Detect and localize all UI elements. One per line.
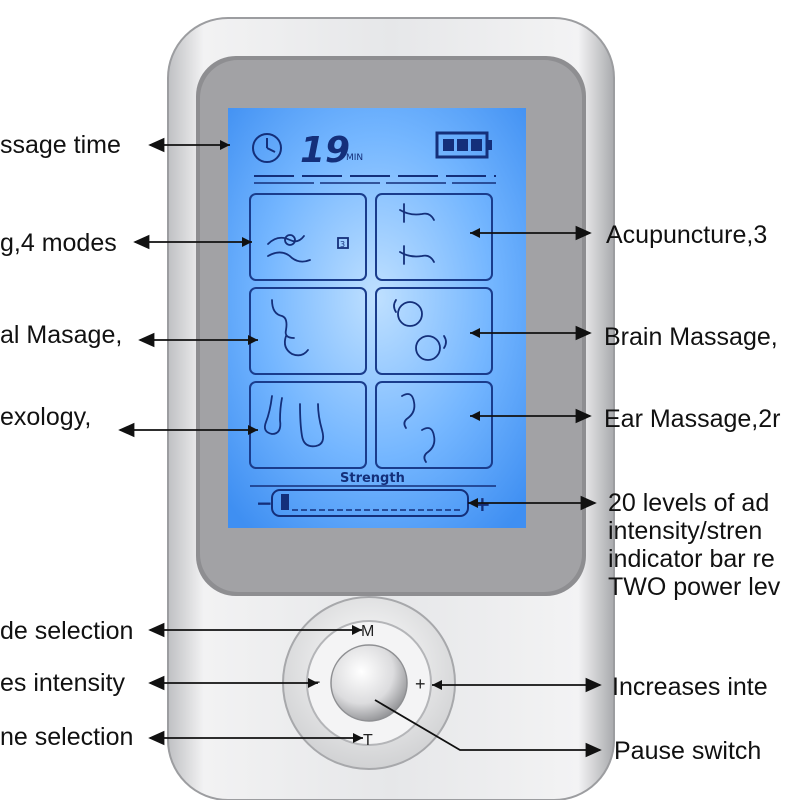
mode-box-stomach [249, 287, 367, 375]
battery-icon [435, 131, 492, 159]
label-brain-massage: Brain Massage, [604, 323, 778, 351]
mode-box-brain [375, 287, 493, 375]
clock-icon [252, 133, 282, 163]
foot-icon [263, 395, 325, 448]
strength-minus: − [256, 491, 273, 515]
label-acupuncture: Acupuncture,3 [606, 221, 768, 249]
strength-plus: + [474, 492, 491, 516]
label-levels-line4: TWO power lev [608, 573, 781, 601]
head-icon [393, 299, 447, 361]
acupuncture-icon [399, 203, 435, 265]
mode-box-foot [249, 381, 367, 469]
button-m: M [361, 623, 374, 640]
button-t: T [363, 732, 373, 749]
label-levels-line1: 20 levels of ad [608, 489, 770, 517]
pause-button [330, 644, 408, 722]
label-mode-selection: de selection [0, 617, 134, 645]
button-plus: + [415, 674, 426, 694]
strength-label: Strength [340, 471, 405, 486]
ear-icon [401, 393, 436, 463]
label-pause-switch: Pause switch [614, 737, 762, 765]
massage-hand-icon [267, 234, 311, 263]
label-levels-line3: indicator bar re [608, 545, 775, 573]
label-modes: g,4 modes [0, 229, 117, 257]
timer-value: 19 [300, 130, 350, 171]
label-levels-line2: intensity/stren [608, 517, 763, 545]
mode-badge-box [337, 237, 349, 249]
label-massage-time: ssage time [0, 131, 121, 159]
mode-box-acupuncture [375, 193, 493, 281]
label-reflexology: exology, [0, 403, 92, 431]
label-decrease-intensity: es intensity [0, 669, 126, 697]
mode-box-massage [249, 193, 367, 281]
label-ear-massage: Ear Massage,2r [604, 405, 781, 433]
mode-box-ear [375, 381, 493, 469]
strength-level-fill [281, 494, 289, 510]
label-time-selection: ne selection [0, 723, 134, 751]
timer-unit: MIN [346, 153, 363, 163]
label-stomach-massage: al Masage, [0, 321, 123, 349]
mode-badge: 3 [340, 240, 345, 249]
label-increase-intensity: Increases inte [612, 673, 768, 701]
stomach-icon [271, 299, 309, 357]
